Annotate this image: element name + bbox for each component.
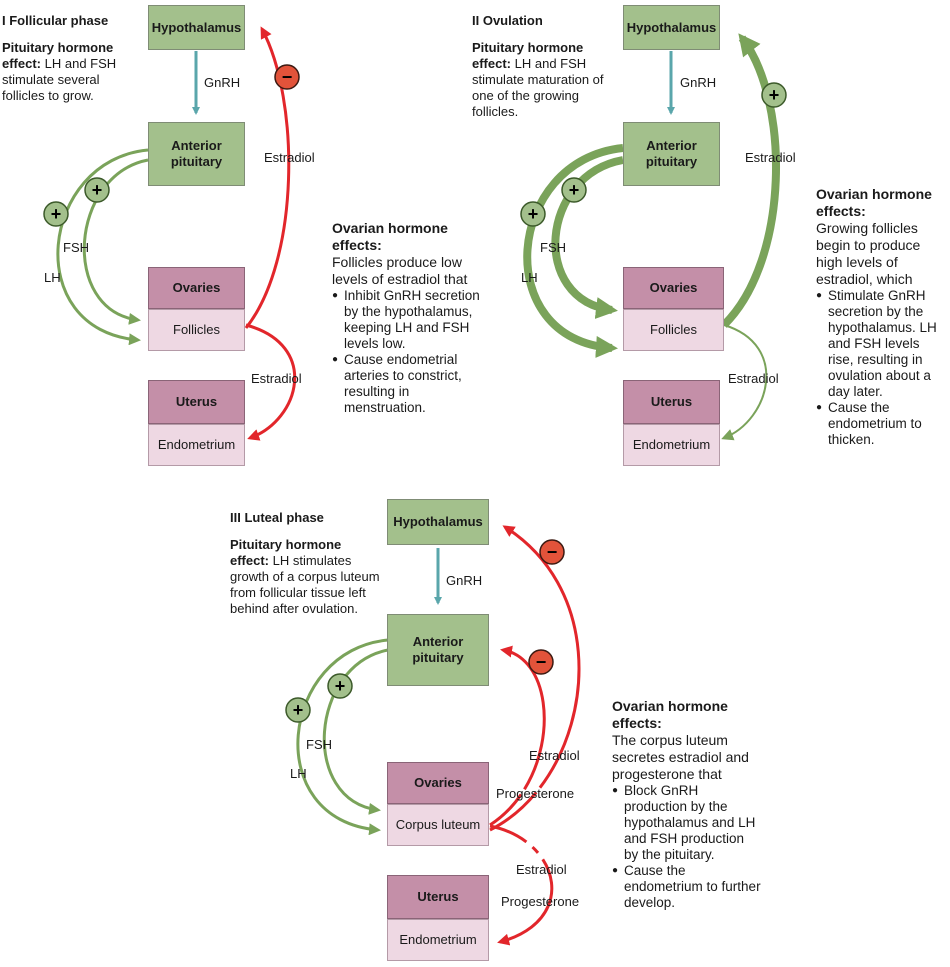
uterus-box: Uterus (623, 380, 720, 424)
estradiol-inhibit-hypothalamus-1 (244, 26, 291, 329)
endometrium-box: Endometrium (623, 424, 720, 466)
gnrh-label: GnRH (204, 75, 241, 90)
ovarian-effects-intro: Growing follicles begin to produce high … (816, 220, 921, 287)
lh-label: LH (521, 270, 538, 285)
ovaries-box: Ovaries (623, 267, 724, 309)
svg-text:+: + (335, 676, 346, 696)
list-item: Cause the endometrium to thicken. (816, 400, 948, 448)
ovarian-effects-list: Block GnRH production by the hypothalamu… (612, 783, 762, 911)
pituitary-effect-body: LH and FSH stimulate maturation of one o… (472, 56, 604, 119)
uterus-box: Uterus (387, 875, 489, 919)
fsh-arrow-1 (82, 158, 149, 325)
svg-text:−: − (547, 542, 558, 562)
hypothalamus-box: Hypothalamus (387, 499, 489, 545)
estradiol-stimulate-hypothalamus-2 (721, 33, 780, 328)
estradiol-label: Estradiol (516, 862, 567, 877)
pituitary-effect-text: Pituitary hormone effect: LH and FSH sti… (472, 40, 612, 120)
hypothalamus-box: Hypothalamus (148, 5, 245, 50)
estradiol-label: Estradiol (728, 371, 779, 386)
endometrium-box: Endometrium (387, 919, 489, 961)
minus-icon: − (274, 64, 300, 90)
svg-text:−: − (282, 67, 293, 87)
lh-label: LH (44, 270, 61, 285)
hormones-endometrium-3 (489, 824, 554, 946)
follicles-box: Follicles (623, 309, 724, 351)
pituitary-effect-body: LH stimulates growth of a corpus luteum … (230, 553, 380, 616)
ovarian-effects-text: Ovarian hormone effects: The corpus lute… (612, 698, 762, 911)
ovarian-effects-intro: Follicles produce low levels of estradio… (332, 254, 468, 287)
svg-text:−: − (536, 652, 547, 672)
svg-text:+: + (528, 204, 539, 224)
plus-icon: + (520, 201, 546, 227)
svg-text:+: + (92, 180, 103, 200)
fsh-label: FSH (306, 737, 332, 752)
lh-arrow-3 (296, 638, 389, 836)
anterior-pituitary-box: Anterior pituitary (148, 122, 245, 186)
plus-icon: + (285, 697, 311, 723)
list-item: Inhibit GnRH secretion by the hypothalam… (332, 288, 482, 352)
ovarian-effects-list: Inhibit GnRH secretion by the hypothalam… (332, 288, 482, 416)
plus-icon: + (43, 201, 69, 227)
ovaries-box: Ovaries (387, 762, 489, 804)
pituitary-effect-text: Pituitary hormone effect: LH stimulates … (230, 537, 380, 617)
endometrium-box: Endometrium (148, 424, 245, 466)
fsh-arrow-3 (322, 648, 389, 815)
plus-icon: + (327, 673, 353, 699)
corpus-luteum-box: Corpus luteum (387, 804, 489, 846)
lh-arrow-2 (523, 144, 624, 358)
panel-title-follicular: I Follicular phase (2, 13, 109, 28)
pituitary-effect-body: LH and FSH stimulate several follicles t… (2, 56, 117, 103)
list-item: Block GnRH production by the hypothalamu… (612, 783, 762, 863)
progesterone-inhibit-pituitary-3 (489, 645, 546, 827)
pituitary-effect-heading: Pituitary hormone effect: (230, 537, 342, 568)
uterus-box: Uterus (148, 380, 245, 424)
pituitary-effect-heading: Pituitary hormone effect: (472, 40, 584, 71)
estradiol-label: Estradiol (264, 150, 315, 165)
anterior-pituitary-box: Anterior pituitary (623, 122, 720, 186)
list-item: Cause endometrial arteries to constrict,… (332, 352, 482, 416)
ovarian-effects-text: Ovarian hormone effects: Growing follicl… (816, 186, 948, 448)
follicles-box: Follicles (148, 309, 245, 351)
fsh-label: FSH (63, 240, 89, 255)
pituitary-effect-heading: Pituitary hormone effect: (2, 40, 114, 71)
plus-icon: + (561, 177, 587, 203)
ovarian-effects-text: Ovarian hormone effects: Follicles produ… (332, 220, 482, 416)
svg-text:+: + (769, 85, 780, 105)
ovarian-effects-heading: Ovarian hormone effects: (612, 698, 728, 731)
svg-text:+: + (51, 204, 62, 224)
estradiol-endometrium-1 (245, 323, 297, 441)
list-item: Cause the endometrium to further develop… (612, 863, 762, 911)
fsh-label: FSH (540, 240, 566, 255)
pituitary-effect-text: Pituitary hormone effect: LH and FSH sti… (2, 40, 142, 104)
svg-text:+: + (293, 700, 304, 720)
progesterone-label: Progesterone (501, 894, 580, 909)
ovarian-effects-heading: Ovarian hormone effects: (332, 220, 448, 253)
progesterone-label: Progesterone (496, 786, 575, 801)
ovarian-effects-intro: The corpus luteum secretes estradiol and… (612, 732, 749, 782)
plus-icon: + (761, 82, 787, 108)
estradiol-inhibit-hypothalamus-3 (489, 525, 581, 832)
gnrh-label: GnRH (446, 573, 483, 588)
minus-icon: − (528, 649, 554, 675)
fsh-arrow-2 (551, 156, 624, 319)
estradiol-label: Estradiol (251, 371, 302, 386)
ovaries-box: Ovaries (148, 267, 245, 309)
lh-arrow-1 (56, 148, 149, 346)
hypothalamus-box: Hypothalamus (623, 5, 720, 50)
estradiol-endometrium-2 (721, 324, 768, 441)
lh-label: LH (290, 766, 307, 781)
estradiol-label: Estradiol (745, 150, 796, 165)
anterior-pituitary-box: Anterior pituitary (387, 614, 489, 686)
svg-text:+: + (569, 180, 580, 200)
ovarian-effects-heading: Ovarian hormone effects: (816, 186, 932, 219)
gnrh-label: GnRH (680, 75, 717, 90)
panel-title-luteal: III Luteal phase (230, 510, 324, 525)
ovarian-effects-list: Stimulate GnRH secretion by the hypothal… (816, 288, 948, 448)
plus-icon: + (84, 177, 110, 203)
minus-icon: − (539, 539, 565, 565)
panel-title-ovulation: II Ovulation (472, 13, 543, 28)
estradiol-label: Estradiol (529, 748, 580, 763)
list-item: Stimulate GnRH secretion by the hypothal… (816, 288, 948, 400)
